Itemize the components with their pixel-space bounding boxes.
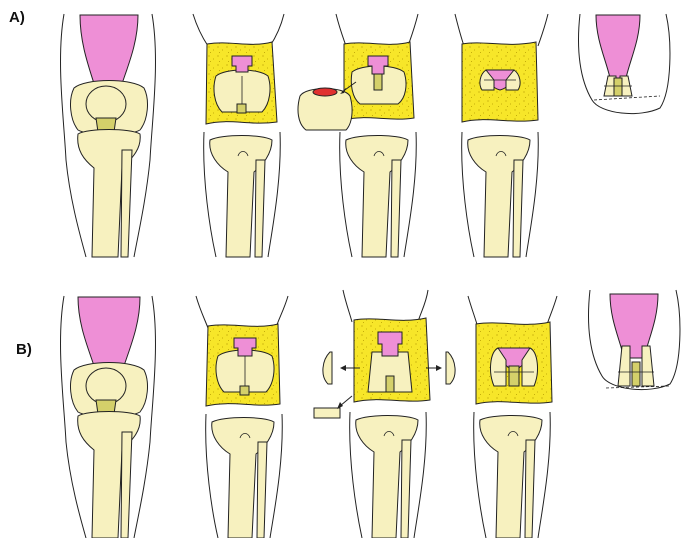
patella <box>86 86 126 122</box>
tendon-stub <box>237 104 246 113</box>
panel-a2-exposed-joint <box>193 14 284 257</box>
muscle-remnant <box>378 332 402 356</box>
block-lesion <box>313 88 337 96</box>
fibula <box>391 160 401 257</box>
patella <box>86 368 126 404</box>
tendon-stub <box>632 362 640 386</box>
panel-b5-closed-limb <box>589 290 680 390</box>
row-label-b: B) <box>16 341 32 358</box>
muscle-belly <box>596 15 640 78</box>
graft-right <box>642 346 654 386</box>
fibula <box>525 440 535 538</box>
row-a-panels <box>61 14 670 257</box>
tendon-stub <box>386 376 394 392</box>
fibula <box>121 432 132 538</box>
fibula <box>121 150 132 257</box>
muscle-belly <box>610 294 658 358</box>
tendon-stub <box>240 386 249 395</box>
suture-line <box>594 96 660 100</box>
panel-b4-graft-seated <box>468 296 557 538</box>
muscle-belly <box>80 15 138 90</box>
tendon-stub <box>374 74 382 90</box>
panel-a5-closed-limb <box>579 14 670 114</box>
panel-b2-exposed-joint <box>196 296 288 538</box>
panel-a3-block-harvest <box>298 14 418 257</box>
row-label-a: A) <box>9 9 25 26</box>
panel-b3-condyle-removal <box>314 290 455 538</box>
removed-condyle-left <box>323 352 332 384</box>
panel-a4-graft-seated <box>455 14 548 257</box>
fibula <box>255 160 265 257</box>
tendon-stub <box>509 366 519 386</box>
panel-b1-normal-knee <box>61 296 156 538</box>
fibula <box>401 440 411 538</box>
fibula <box>257 442 267 538</box>
graft-left <box>618 346 630 386</box>
fibula <box>513 160 523 257</box>
removed-condyle-right <box>446 352 455 384</box>
panel-a1-normal-knee <box>61 14 156 257</box>
row-b-panels <box>61 290 680 538</box>
muscle-belly <box>78 297 140 372</box>
tendon-stub <box>614 78 622 96</box>
removed-fragment <box>314 408 340 418</box>
